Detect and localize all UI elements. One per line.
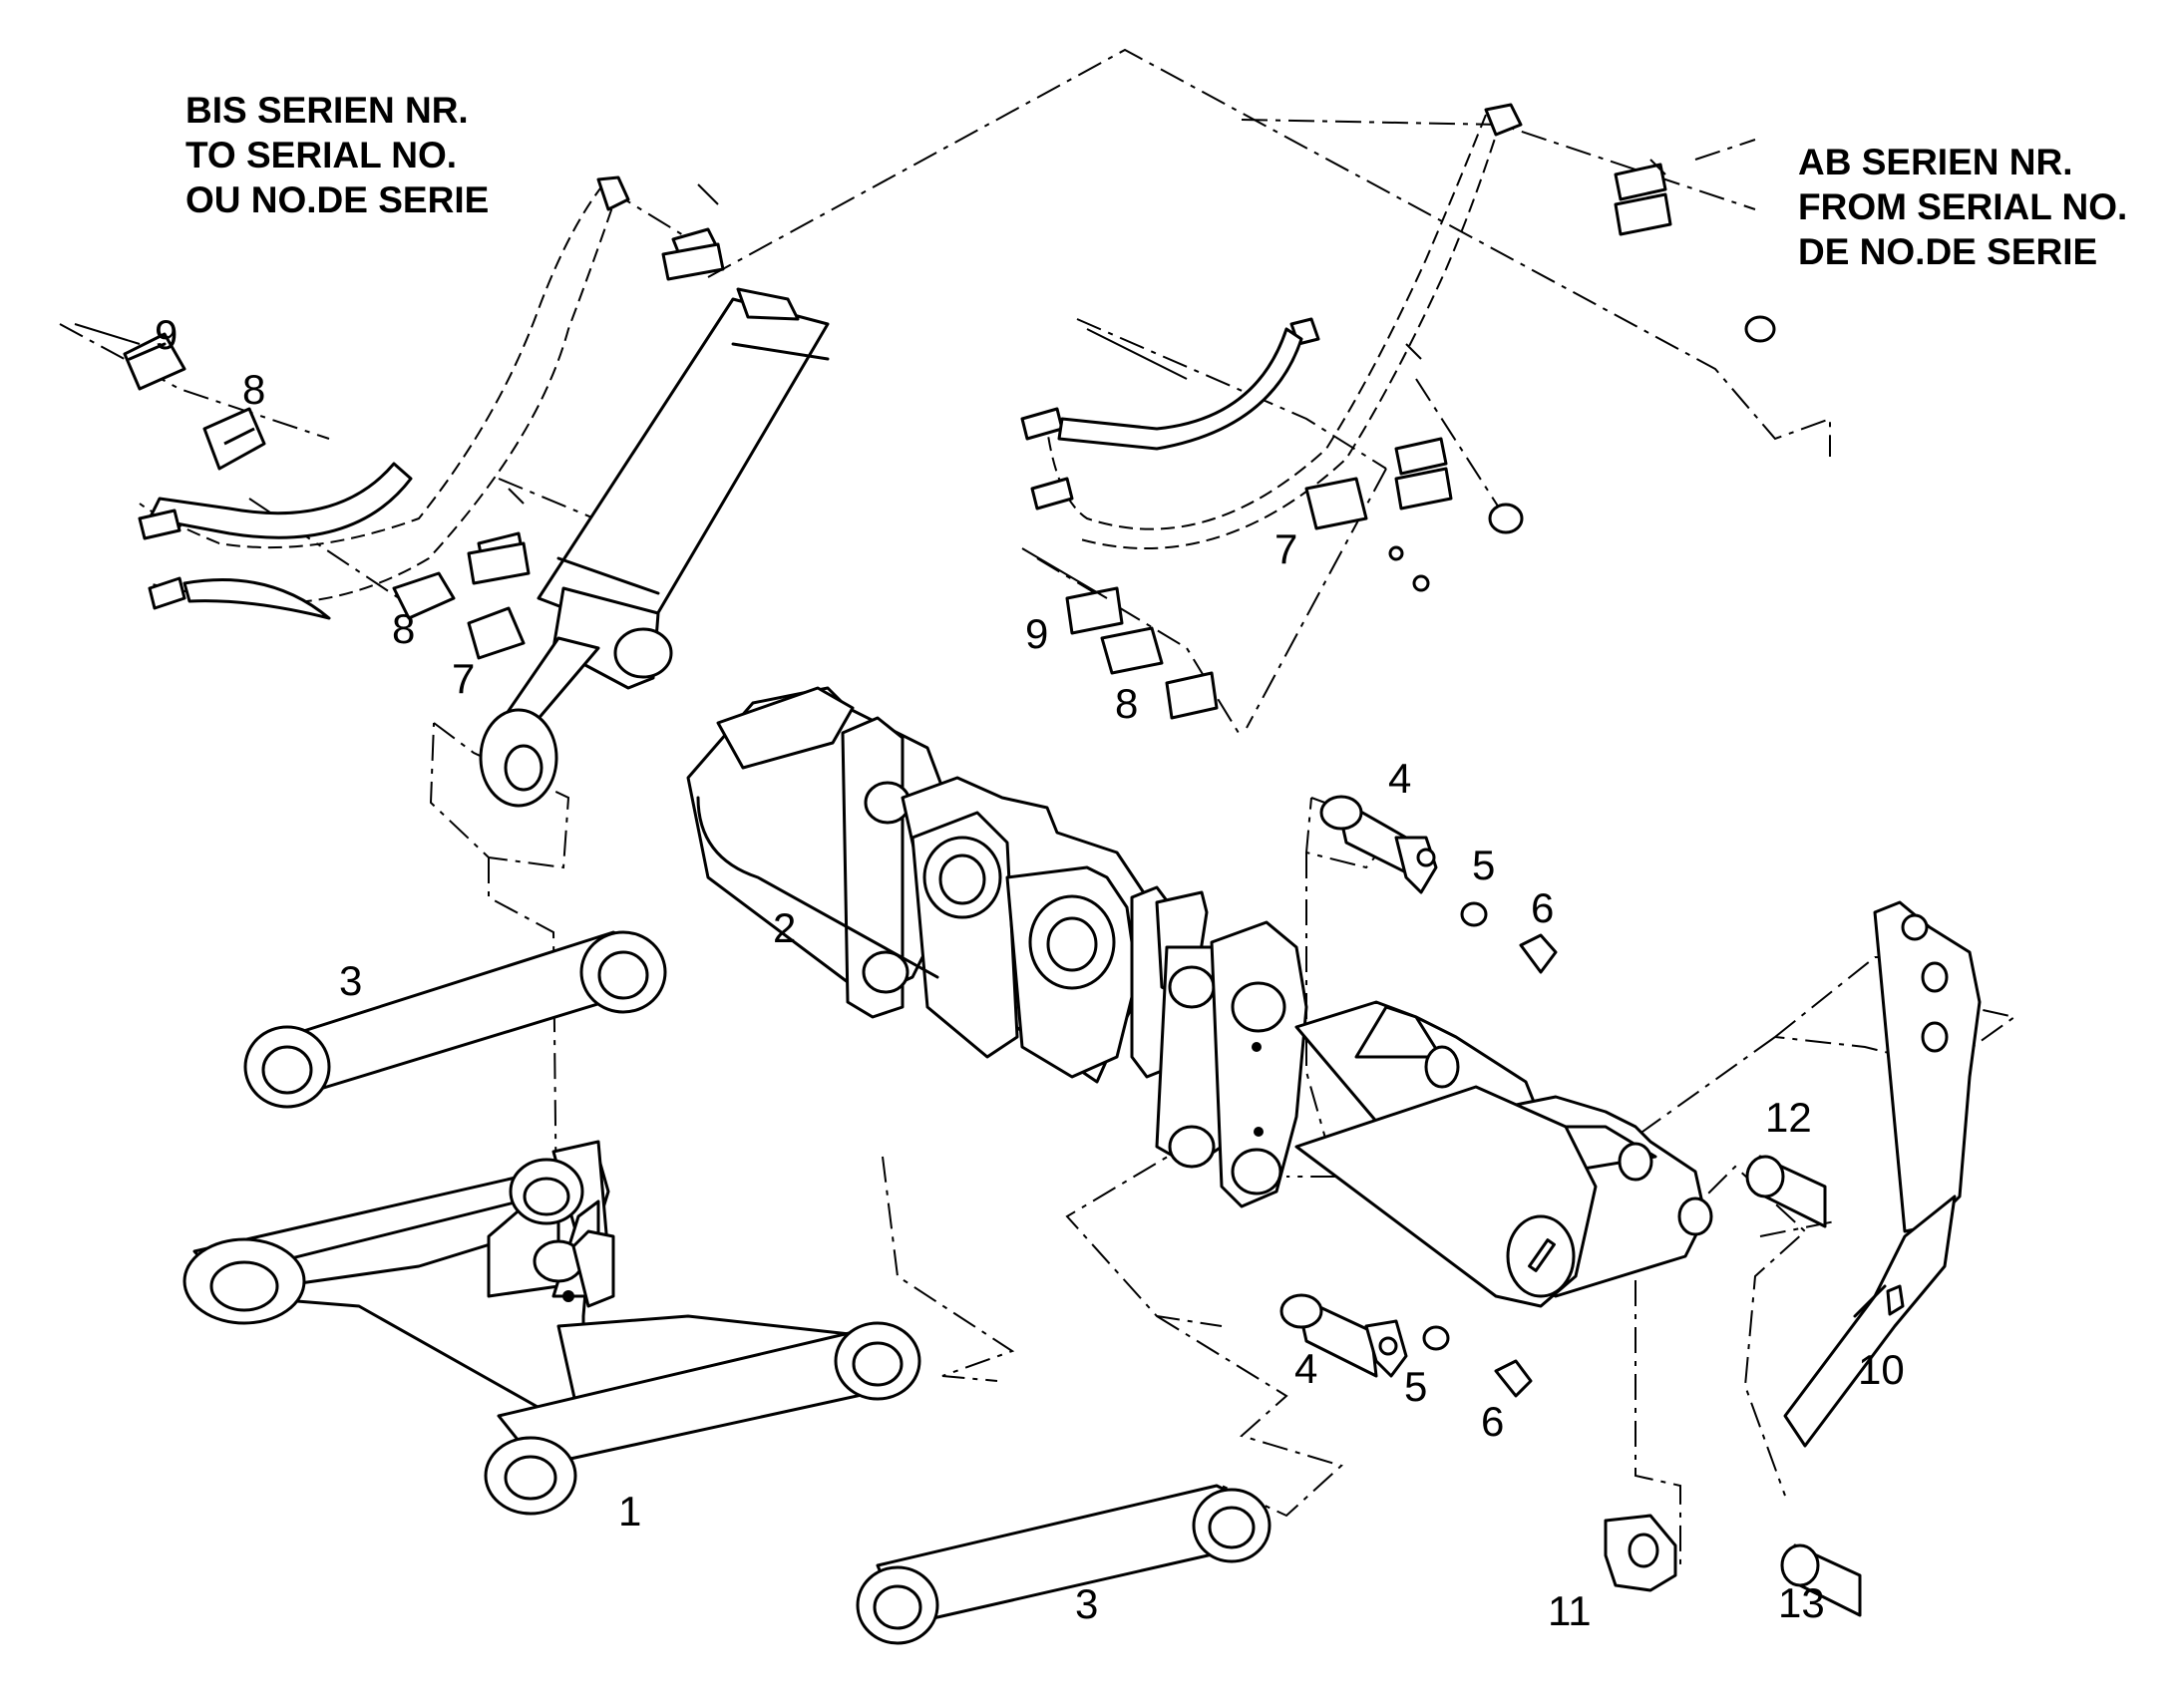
part-13-pin — [1780, 1543, 1862, 1617]
part-4-pin-lower — [1279, 1293, 1408, 1378]
hydraulic-cylinder — [479, 287, 830, 808]
clamp-parts-left — [123, 227, 725, 660]
callout-7-right: 7 — [1274, 525, 1297, 572]
part-6-bolts — [1494, 933, 1558, 1398]
serial-note-right-line-2: FROM SERIAL NO. — [1798, 186, 2128, 227]
callout-8-left-lower: 8 — [392, 605, 415, 652]
callout-11: 11 — [1548, 1587, 1592, 1634]
callout-7-left: 7 — [452, 655, 475, 702]
part-4-pin-upper — [1319, 795, 1438, 894]
callout-3-lower: 3 — [1075, 1580, 1098, 1627]
bolts-small — [74, 159, 1666, 599]
callout-10: 10 — [1858, 1346, 1905, 1393]
callout-1: 1 — [618, 1488, 641, 1535]
callout-4-lower: 4 — [1294, 1345, 1317, 1392]
callout-3-upper: 3 — [339, 957, 362, 1004]
callout-4-upper: 4 — [1388, 755, 1411, 802]
part-1-rocker-frame — [182, 1140, 921, 1516]
part-10-shank-tooth — [1783, 900, 1982, 1448]
part-5-washers — [1422, 901, 1488, 1351]
callout-labels: 1 2 3 3 4 4 5 5 6 6 7 7 8 8 8 9 9 10 11 … — [155, 311, 1905, 1634]
serial-note-left-line-1: BIS SERIEN NR. — [185, 90, 469, 131]
part-2-ripper-carrier — [686, 686, 1713, 1308]
callout-5-lower: 5 — [1404, 1363, 1427, 1410]
callout-9-left: 9 — [155, 311, 178, 358]
callout-2: 2 — [773, 904, 796, 951]
callout-13: 13 — [1778, 1579, 1825, 1626]
part-11-spacer — [1604, 1514, 1677, 1592]
serial-note-right-line-1: AB SERIEN NR. — [1798, 142, 2073, 182]
callout-8-right: 8 — [1115, 680, 1138, 727]
serial-note-left: BIS SERIEN NR. TO SERIAL NO. OU NO.DE SE… — [185, 88, 489, 222]
serial-note-left-line-3: OU NO.DE SERIE — [185, 179, 490, 220]
serial-note-right: AB SERIEN NR. FROM SERIAL NO. DE NO.DE S… — [1798, 140, 2127, 274]
callout-6-upper: 6 — [1531, 884, 1554, 931]
hose-lines-left — [138, 175, 630, 620]
clamp-parts-right — [1065, 163, 1776, 720]
serial-note-right-line-3: DE NO.DE SERIE — [1798, 231, 2098, 272]
part-12-pin — [1745, 1155, 1827, 1228]
callout-12: 12 — [1765, 1094, 1812, 1141]
callout-6-lower: 6 — [1481, 1398, 1504, 1445]
hose-lines-right — [1020, 103, 1523, 549]
serial-note-left-line-2: TO SERIAL NO. — [185, 135, 458, 175]
callout-5-upper: 5 — [1472, 842, 1495, 888]
part-3-link-lower — [856, 1484, 1272, 1645]
part-3-link-upper — [243, 930, 667, 1109]
callout-9-right: 9 — [1025, 610, 1048, 657]
callout-8-left-upper: 8 — [242, 366, 265, 413]
